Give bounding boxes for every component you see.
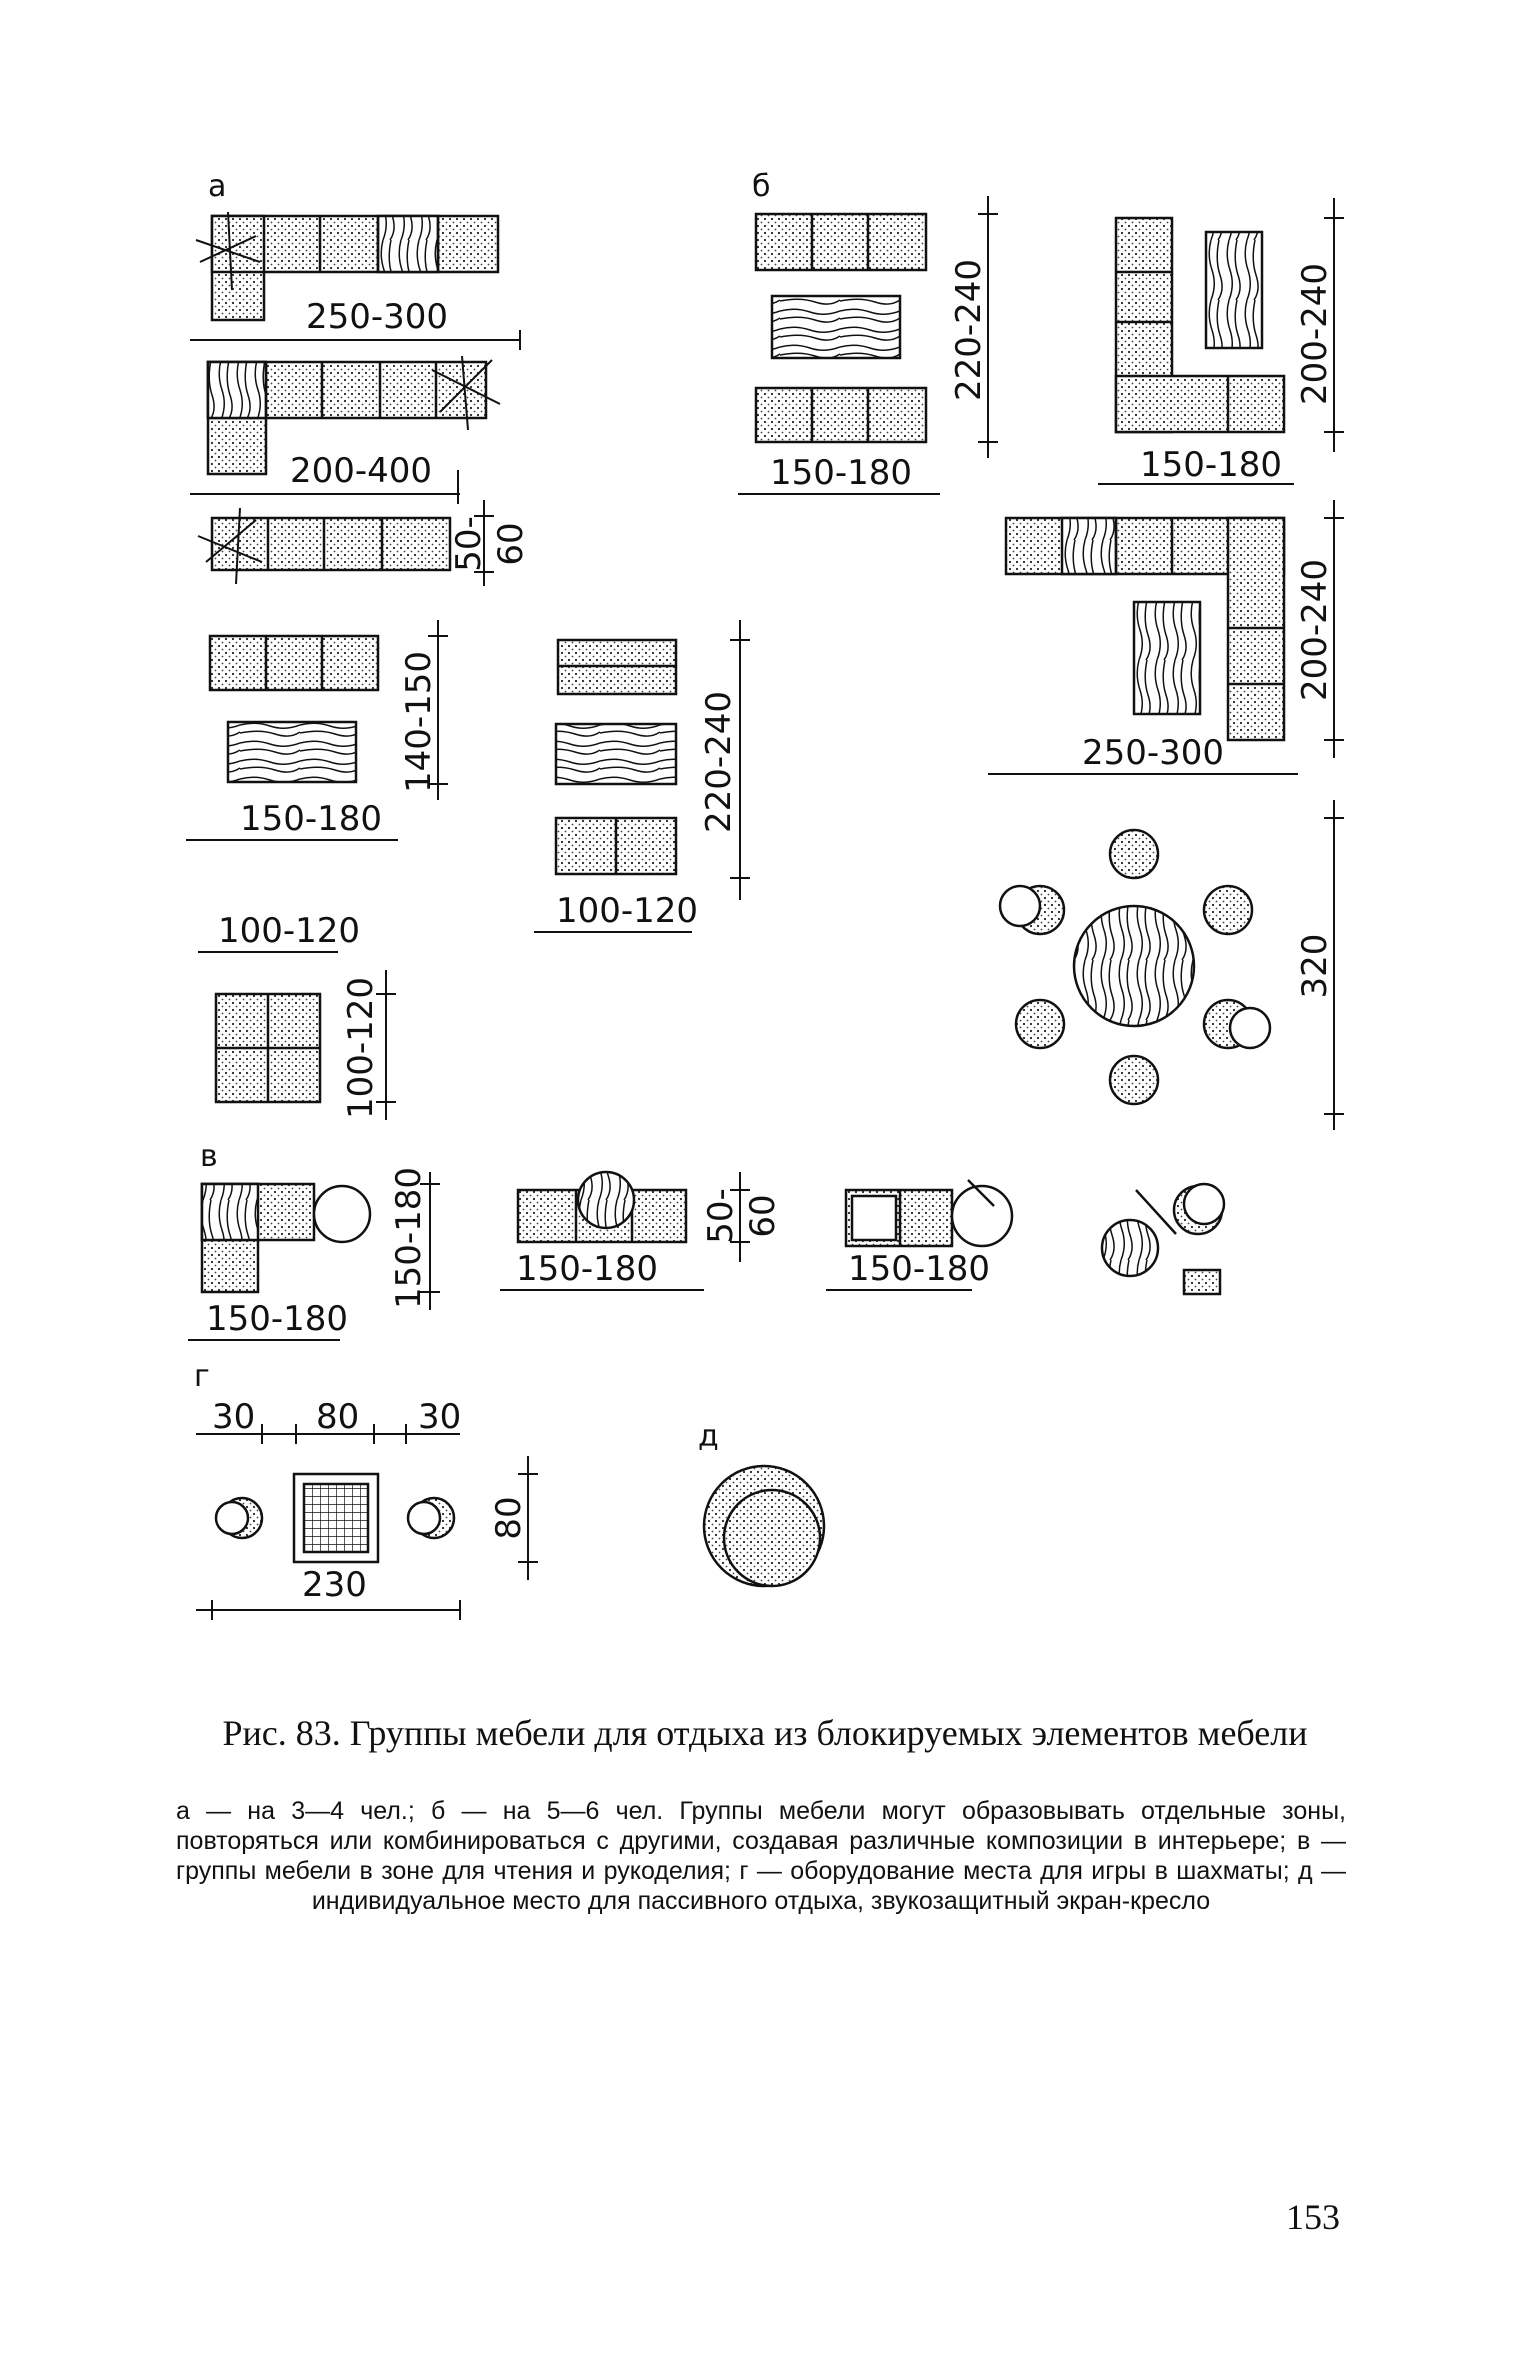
dim-a4w: 150-180 bbox=[240, 799, 382, 839]
sofa-group-b3 bbox=[988, 500, 1344, 775]
dim-v1h: 150-180 bbox=[389, 1167, 429, 1309]
dim-a3b: 60 bbox=[491, 522, 531, 565]
panel-label-g: г bbox=[194, 1359, 210, 1394]
figure-caption-title: Рис. 83. Группы мебели для отдыха из бло… bbox=[222, 1713, 1308, 1753]
panel-label-v: в bbox=[200, 1139, 218, 1174]
dim-a6w: 100-120 bbox=[218, 911, 360, 951]
sofa-group-b1 bbox=[738, 196, 998, 495]
reading-group-v1 bbox=[188, 1172, 440, 1341]
dim-a6h: 100-120 bbox=[341, 977, 381, 1119]
panel-label-a: а bbox=[208, 169, 226, 204]
dim-g1: 30 bbox=[212, 1397, 255, 1437]
dim-b3w: 250-300 bbox=[1082, 733, 1224, 773]
dim-v1w: 150-180 bbox=[206, 1299, 348, 1339]
dim-b2h: 200-240 bbox=[1295, 263, 1335, 405]
figure-caption-text: а — на 3—4 чел.; б — на 5—6 чел. Группы … bbox=[176, 1797, 1346, 1915]
sofa-group-a2 bbox=[190, 355, 501, 504]
sofa-group-a3 bbox=[197, 500, 494, 586]
furniture-figure: а 250-300 200-400 bbox=[186, 169, 1344, 1620]
reading-group-v2 bbox=[500, 1170, 750, 1291]
dim-a5w: 100-120 bbox=[556, 891, 698, 931]
round-table-group-b4 bbox=[998, 800, 1344, 1130]
dim-a3: 50- bbox=[449, 516, 489, 572]
dim-a4h: 140-150 bbox=[399, 651, 439, 793]
dim-v2h: 50- bbox=[701, 1188, 741, 1244]
dim-b2w: 150-180 bbox=[1140, 445, 1282, 485]
dim-b1w: 150-180 bbox=[770, 453, 912, 493]
panel-label-d: д bbox=[698, 1419, 719, 1454]
reading-group-v3 bbox=[826, 1179, 1014, 1291]
dim-b4h: 320 bbox=[1295, 934, 1335, 999]
panel-label-b: б bbox=[752, 169, 771, 204]
dim-b3h: 200-240 bbox=[1295, 559, 1335, 701]
page-number: 153 bbox=[1286, 2197, 1340, 2237]
dim-g3: 30 bbox=[418, 1397, 461, 1437]
armchair-screen-d bbox=[702, 1464, 826, 1588]
sofa-group-a1 bbox=[190, 211, 521, 350]
sofa-group-a6 bbox=[198, 951, 396, 1120]
dim-a1: 250-300 bbox=[306, 297, 448, 337]
sofa-group-a4 bbox=[186, 620, 448, 841]
dim-b1h: 220-240 bbox=[949, 259, 989, 401]
dim-g5: 230 bbox=[302, 1565, 367, 1605]
chess-group-g bbox=[196, 1424, 538, 1620]
sofa-group-b2 bbox=[1098, 198, 1344, 485]
sofa-group-a5 bbox=[534, 620, 750, 933]
dim-v3w: 150-180 bbox=[848, 1249, 990, 1289]
reading-group-v4 bbox=[1100, 1182, 1226, 1296]
dim-a5h: 220-240 bbox=[699, 691, 739, 833]
dim-g4: 80 bbox=[489, 1496, 529, 1539]
dim-v2w: 150-180 bbox=[516, 1249, 658, 1289]
dim-a2: 200-400 bbox=[290, 451, 432, 491]
dim-v2h2: 60 bbox=[743, 1194, 783, 1237]
dim-g2: 80 bbox=[316, 1397, 359, 1437]
